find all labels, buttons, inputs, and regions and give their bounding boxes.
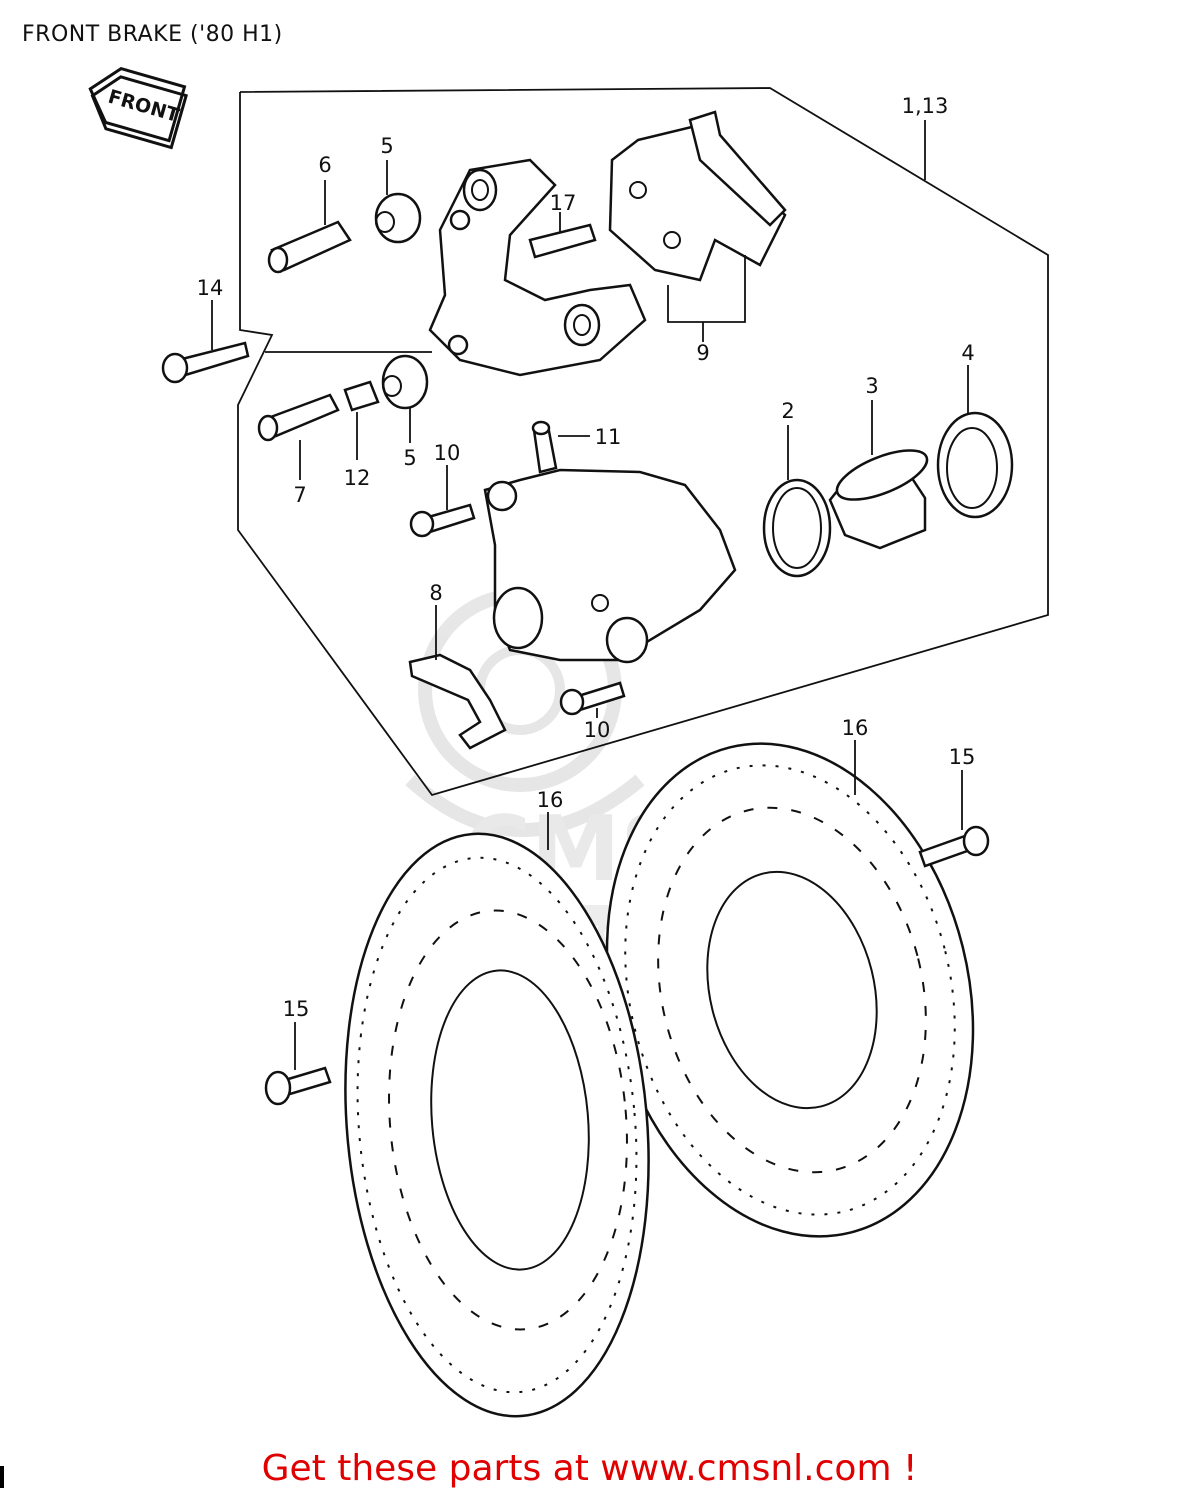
callout-10-upper: 10 xyxy=(434,441,461,465)
footer-promo-text: Get these parts at www.cmsnl.com ! xyxy=(261,1448,918,1489)
callout-14: 14 xyxy=(197,276,224,300)
brake-pads xyxy=(608,110,787,342)
caliper-body xyxy=(483,468,737,664)
dust-boot-lower xyxy=(381,354,429,410)
callout-8: 8 xyxy=(429,581,442,605)
disc-bolt-left xyxy=(264,1066,332,1106)
bolt-lower xyxy=(559,681,626,716)
callout-2: 2 xyxy=(781,399,794,423)
caliper-bracket xyxy=(428,158,647,377)
piston-seal xyxy=(762,478,832,578)
callout-1-13: 1,13 xyxy=(902,94,949,118)
slide-pin-lower xyxy=(257,393,340,442)
corner-mark xyxy=(0,1466,4,1488)
bleeder-valve xyxy=(531,420,558,474)
callout-3: 3 xyxy=(865,374,878,398)
callout-16-rear: 16 xyxy=(842,716,869,740)
anti-rattle-spring xyxy=(408,653,507,750)
callout-15-left: 15 xyxy=(283,997,310,1021)
brake-disc-front xyxy=(344,832,650,1418)
callout-5-upper: 5 xyxy=(380,134,393,158)
sleeve xyxy=(343,380,380,412)
page-title: FRONT BRAKE ('80 H1) xyxy=(22,22,283,47)
callout-16-front: 16 xyxy=(537,788,564,812)
callout-11: 11 xyxy=(595,425,622,449)
slide-pin-upper xyxy=(267,220,352,274)
pad-spring xyxy=(528,223,597,259)
callouts: 1,13 5 6 17 9 14 2 3 4 11 10 5 12 7 8 10… xyxy=(197,94,976,1021)
callout-9: 9 xyxy=(696,341,709,365)
callout-17: 17 xyxy=(550,191,577,215)
callout-10-lower: 10 xyxy=(584,718,611,742)
callout-12: 12 xyxy=(344,466,371,490)
callout-15-right: 15 xyxy=(949,745,976,769)
disc-bolt-right xyxy=(918,825,990,868)
piston xyxy=(828,449,929,550)
caliper-assembly-outline xyxy=(237,87,1049,797)
bolt-upper xyxy=(409,503,476,538)
front-arrow-badge: FRONT xyxy=(88,66,189,150)
callout-7: 7 xyxy=(293,483,306,507)
callout-6: 6 xyxy=(318,153,331,177)
leader-lines xyxy=(211,120,969,1070)
dust-seal xyxy=(936,411,1014,519)
callout-5-lower: 5 xyxy=(403,446,416,470)
caliper-bolt xyxy=(161,341,250,384)
dust-boot-upper xyxy=(374,192,422,244)
callout-4: 4 xyxy=(961,341,974,365)
